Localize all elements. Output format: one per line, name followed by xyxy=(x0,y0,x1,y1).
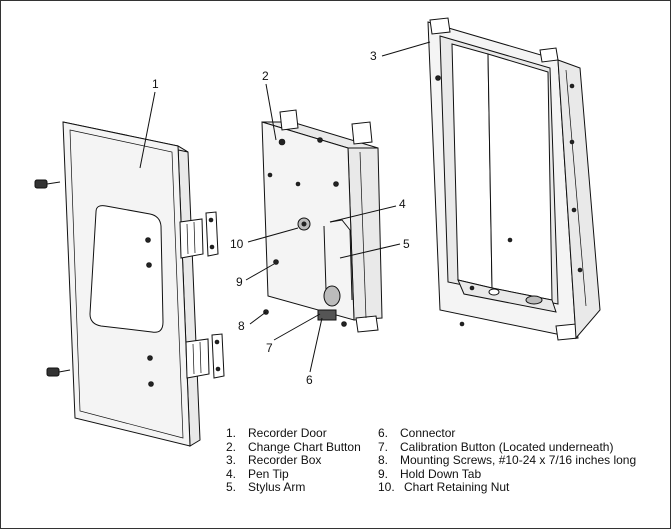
door-screw xyxy=(146,262,152,268)
callout-4: 4 xyxy=(399,197,406,211)
legend-item: 1.Recorder Door xyxy=(226,426,327,440)
recorder-mechanism xyxy=(261,109,383,333)
legend-item: 7.Calibration Button (Located underneath… xyxy=(378,439,614,454)
door-screw xyxy=(145,237,151,243)
door-screw xyxy=(148,381,154,387)
callout-7: 7 xyxy=(266,341,273,355)
recorder-box xyxy=(427,17,601,341)
legend-item: 9.Hold Down Tab xyxy=(378,466,482,481)
legend-item: 2.Change Chart Button xyxy=(226,439,361,454)
callout-9: 9 xyxy=(236,275,243,289)
callout-1: 1 xyxy=(152,77,159,91)
leader-lines xyxy=(139,41,431,373)
callout-6: 6 xyxy=(306,373,313,387)
recorder-door xyxy=(62,121,225,447)
callout-8: 8 xyxy=(238,319,245,333)
callout-5: 5 xyxy=(403,237,410,251)
door-screw xyxy=(147,355,153,361)
upper-hinge xyxy=(179,211,219,259)
callout-2: 2 xyxy=(262,69,269,83)
legend-item: 10.Chart Retaining Nut xyxy=(378,480,510,494)
lower-hinge xyxy=(185,333,225,379)
callout-3: 3 xyxy=(370,49,377,63)
legend-item: 3.Recorder Box xyxy=(226,453,322,467)
legend-item: 8.Mounting Screws, #10-24 x 7/16 inches … xyxy=(378,453,637,467)
callout-10: 10 xyxy=(230,237,244,251)
legend-right: 6.Connector 7.Calibration Button (Locate… xyxy=(378,426,637,495)
door-latch-screw xyxy=(46,367,71,377)
legend-item: 4.Pen Tip xyxy=(226,466,289,481)
legend-item: 5.Stylus Arm xyxy=(226,480,306,494)
legend-left: 1.Recorder Door 2.Change Chart Button 3.… xyxy=(226,426,361,495)
door-latch-screw xyxy=(34,179,61,189)
legend-item: 6.Connector xyxy=(378,426,456,440)
